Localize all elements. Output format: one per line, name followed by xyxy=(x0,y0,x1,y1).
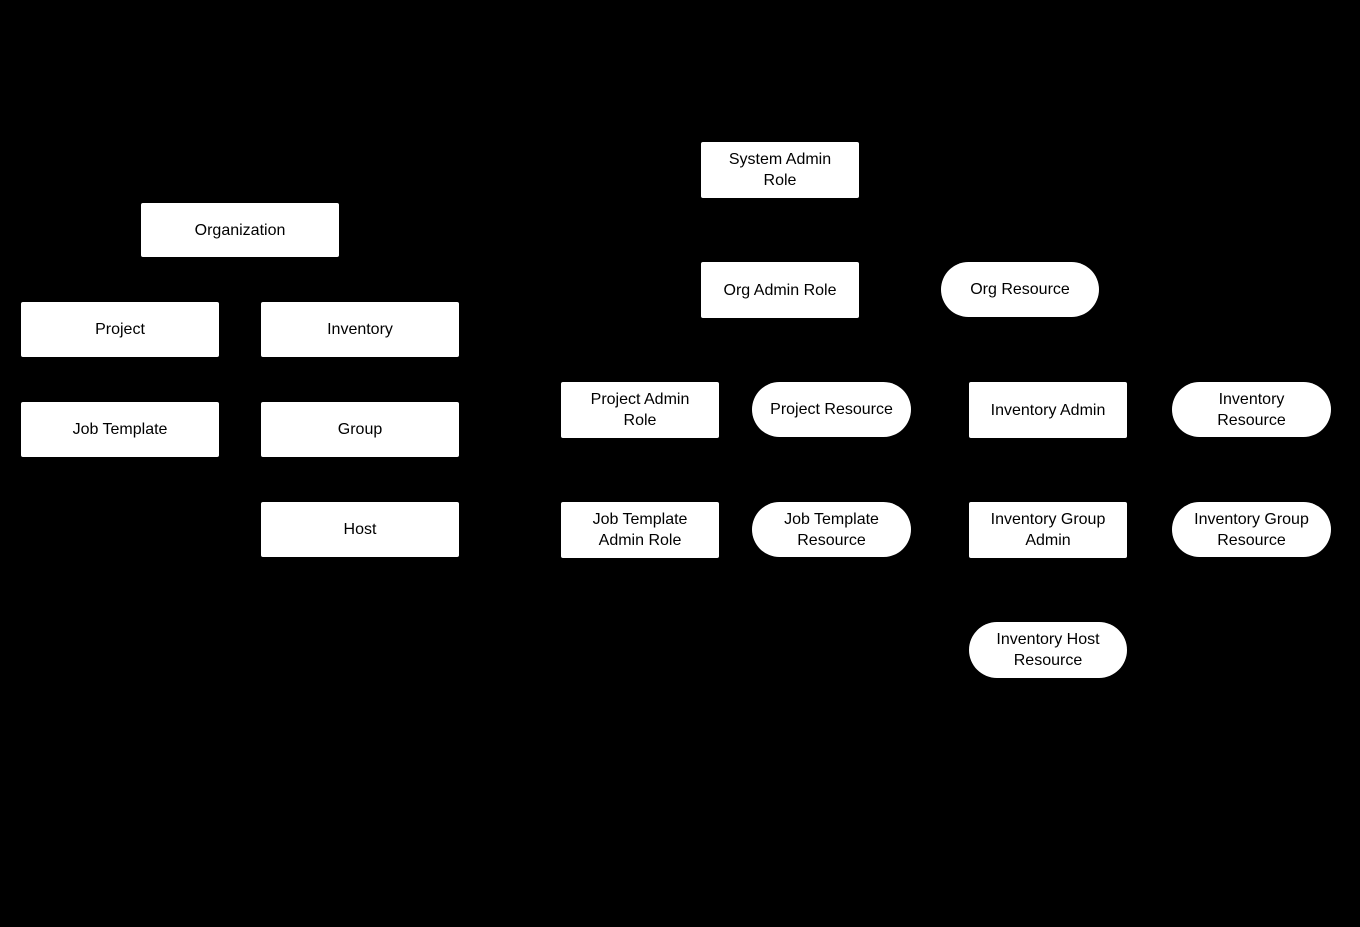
node-org-admin-role-label: Org Admin Role xyxy=(723,281,837,299)
node-project-admin-role-label: Project Admin Role xyxy=(590,391,690,429)
node-inventory-group-resource-label: Inventory Group Resource xyxy=(1194,510,1309,549)
node-org-resource: Org Resource xyxy=(941,262,1099,317)
node-organization-label: Organization xyxy=(194,221,286,239)
node-inventory-admin: Inventory Admin xyxy=(969,382,1127,438)
node-host-label: Host xyxy=(343,521,377,538)
node-inventory: Inventory xyxy=(261,302,459,357)
node-inventory-group-resource: Inventory Group Resource xyxy=(1172,502,1331,557)
node-inventory-host-resource-label: Inventory Host Resource xyxy=(996,631,1100,669)
node-project-resource: Project Resource xyxy=(752,382,911,437)
node-project-label: Project xyxy=(95,321,145,338)
node-inventory-host-resource: Inventory Host Resource xyxy=(969,622,1127,678)
node-inventory-admin-label: Inventory Admin xyxy=(990,401,1106,419)
node-job-template: Job Template xyxy=(21,402,219,457)
node-job-template-admin-role-label: Job Template Admin Role xyxy=(592,511,688,549)
node-system-admin-role: System Admin Role xyxy=(701,142,859,198)
node-inventory-resource-label: Inventory Resource xyxy=(1217,390,1286,429)
node-project-admin-role: Project Admin Role xyxy=(561,382,719,438)
node-inventory-label: Inventory xyxy=(327,321,393,338)
node-system-admin-role-label: System Admin Role xyxy=(728,151,832,189)
node-project: Project xyxy=(21,302,219,357)
node-inventory-group-admin: Inventory Group Admin xyxy=(969,502,1127,558)
node-inventory-resource: Inventory Resource xyxy=(1172,382,1331,437)
node-group-label: Group xyxy=(337,421,383,438)
node-org-resource-label: Org Resource xyxy=(970,281,1070,298)
node-group: Group xyxy=(261,402,459,457)
node-project-resource-label: Project Resource xyxy=(770,401,893,418)
node-job-template-resource-label: Job Template Resource xyxy=(784,510,879,549)
node-job-template-admin-role: Job Template Admin Role xyxy=(561,502,719,558)
node-job-template-label: Job Template xyxy=(72,421,168,438)
node-organization: Organization xyxy=(141,203,339,257)
node-org-admin-role: Org Admin Role xyxy=(701,262,859,318)
node-host: Host xyxy=(261,502,459,557)
node-inventory-group-admin-label: Inventory Group Admin xyxy=(990,511,1106,549)
node-job-template-resource: Job Template Resource xyxy=(752,502,911,557)
